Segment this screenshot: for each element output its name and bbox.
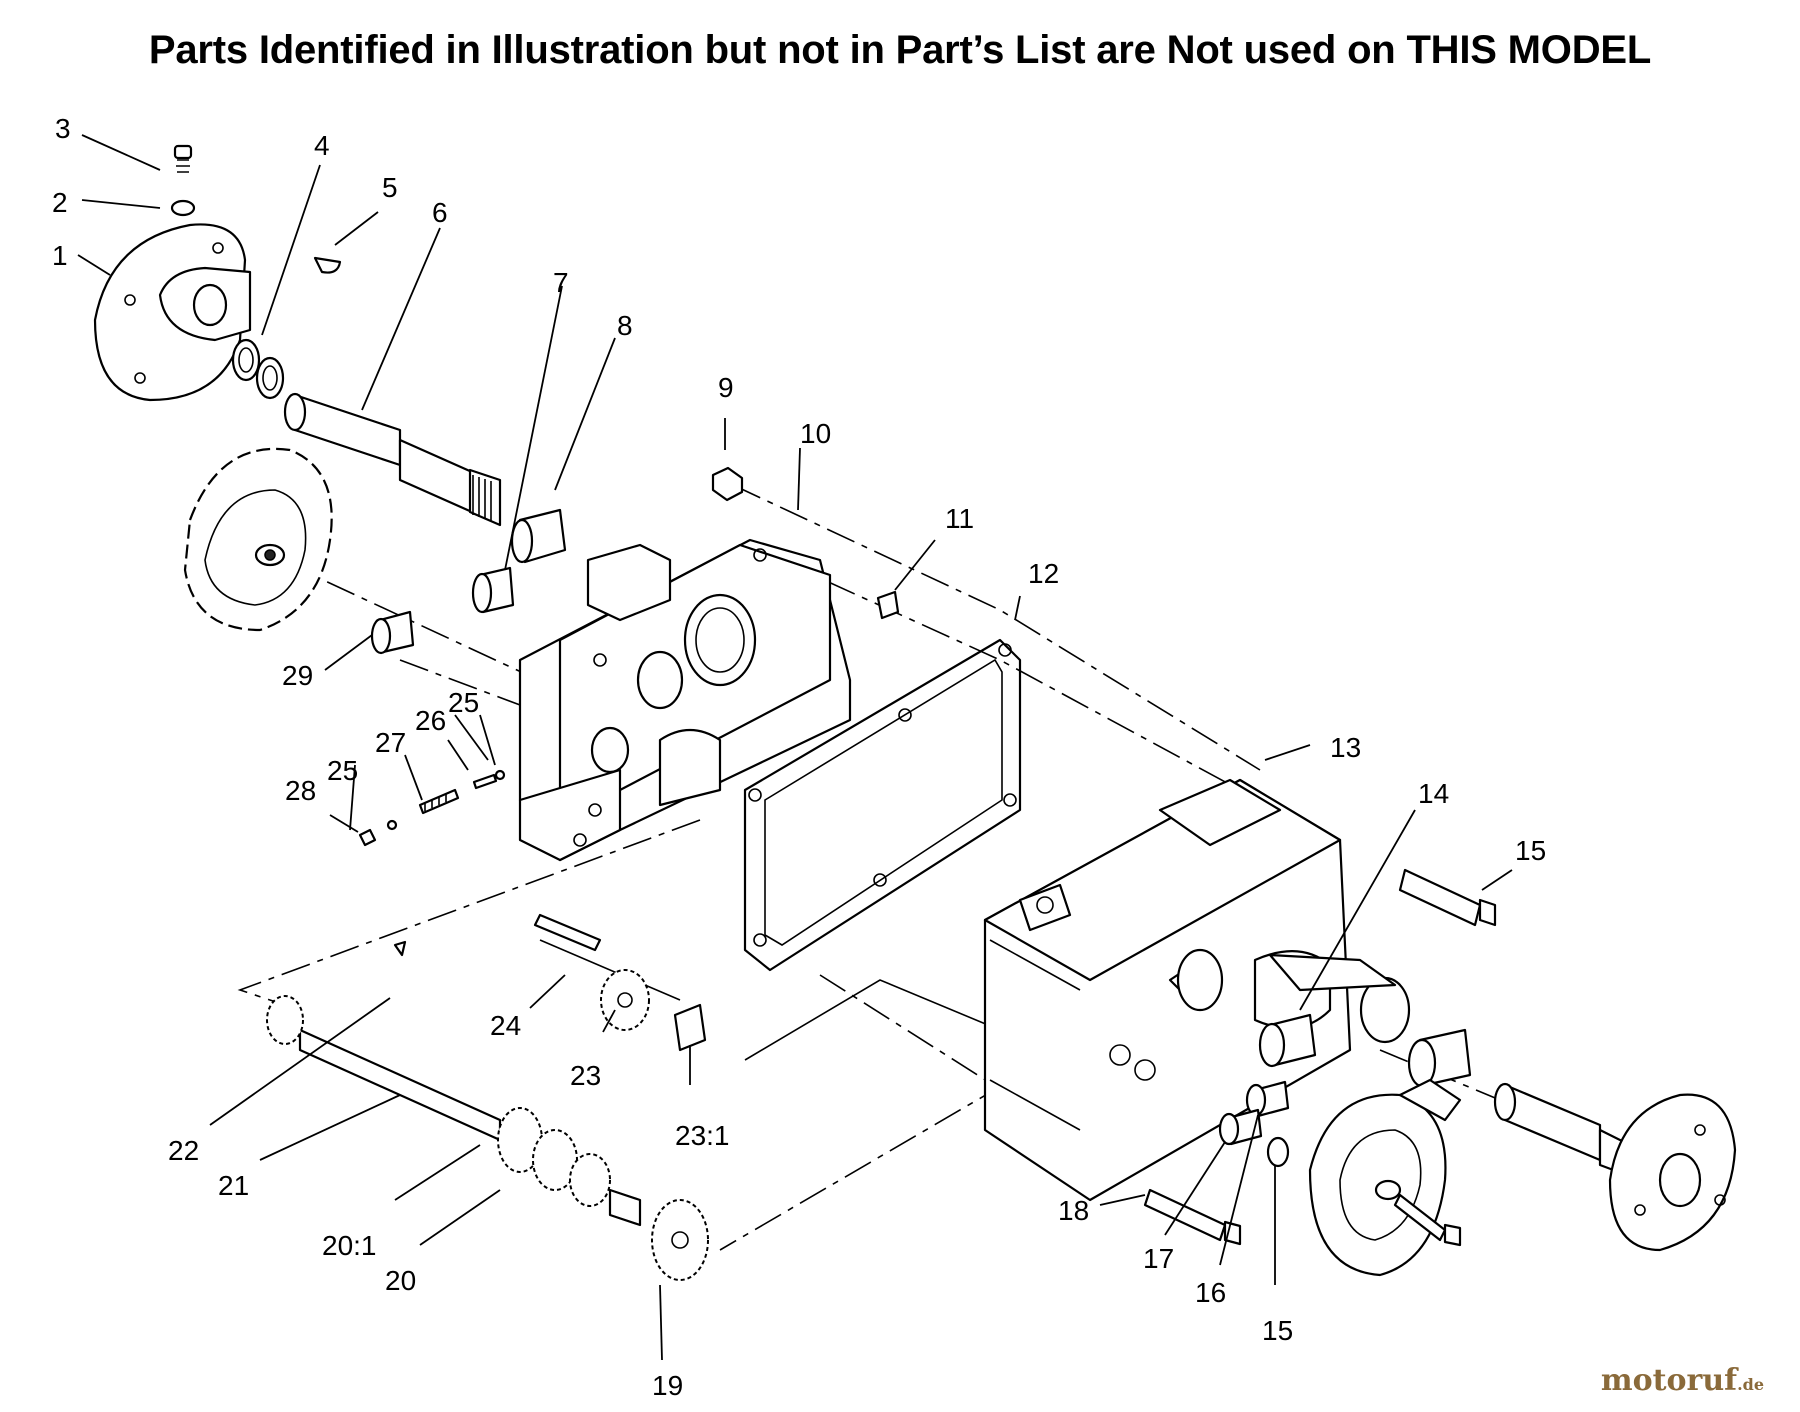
callout-11: 11: [945, 503, 974, 534]
callout-20: 20: [385, 1265, 416, 1296]
callout-4: 4: [314, 130, 330, 161]
leader-lines: [77, 134, 1513, 1361]
callout-18: 18: [1058, 1195, 1089, 1226]
callout-1: 1: [52, 240, 68, 271]
watermark-name: motoruf: [1600, 1363, 1738, 1398]
callout-10: 10: [800, 418, 831, 449]
gear-shaft-assembly: [266, 913, 709, 1281]
callout-19: 19: [652, 1370, 683, 1401]
parts-14-18: [1143, 868, 1497, 1246]
callout-25-lower: 25: [327, 755, 358, 786]
callout-12: 12: [1028, 558, 1059, 589]
watermark-logo: motoruf.de: [1601, 1363, 1764, 1398]
part-10-housing: [518, 538, 852, 862]
part-5-key: [313, 256, 342, 274]
part-1-flange: [93, 223, 252, 402]
part-11-pin: [876, 590, 900, 620]
part-4-washers: [231, 338, 285, 400]
callout-21: 21: [218, 1170, 249, 1201]
callout-27: 27: [375, 727, 406, 758]
part-6-shaft: [283, 392, 502, 527]
callout-6: 6: [432, 197, 448, 228]
callout-7: 7: [553, 267, 569, 298]
callout-25-upper: 25: [448, 687, 479, 718]
callout-23: 23: [570, 1060, 601, 1091]
callout-29: 29: [282, 660, 313, 691]
part-29-cover: [183, 447, 333, 632]
callout-16: 16: [1195, 1277, 1226, 1308]
callout-8: 8: [617, 310, 633, 341]
callout-26: 26: [415, 705, 446, 736]
callout-28: 28: [285, 775, 316, 806]
callout-3: 3: [55, 113, 71, 144]
brake-drum: [1308, 1078, 1462, 1277]
page-title: Parts Identified in Illustration but not…: [148, 28, 1652, 72]
callout-14: 14: [1418, 778, 1449, 809]
bushings: [370, 508, 567, 655]
callout-5: 5: [382, 172, 398, 203]
parts-25-28: [358, 769, 506, 847]
watermark-tld: .de: [1737, 1375, 1764, 1394]
callout-17: 17: [1143, 1243, 1174, 1274]
callout-9: 9: [718, 372, 734, 403]
callout-labels: 1 2 3 4 5 6 7 8 9 10 11 12 13 14 15 15 1…: [52, 113, 1546, 1401]
callout-24: 24: [490, 1010, 521, 1041]
callout-23-1: 23:1: [675, 1120, 730, 1151]
part-2-3-fitting: [170, 144, 196, 217]
callout-22: 22: [168, 1135, 199, 1166]
callout-13: 13: [1330, 732, 1361, 763]
callout-2: 2: [52, 187, 68, 218]
part-9-nut: [711, 466, 744, 502]
output-shaft: [1493, 1082, 1737, 1252]
callout-20-1: 20:1: [322, 1230, 377, 1261]
callout-15-ring: 15: [1262, 1315, 1293, 1346]
part-12-gasket: [743, 638, 1022, 972]
callout-15-bolt: 15: [1515, 835, 1546, 866]
